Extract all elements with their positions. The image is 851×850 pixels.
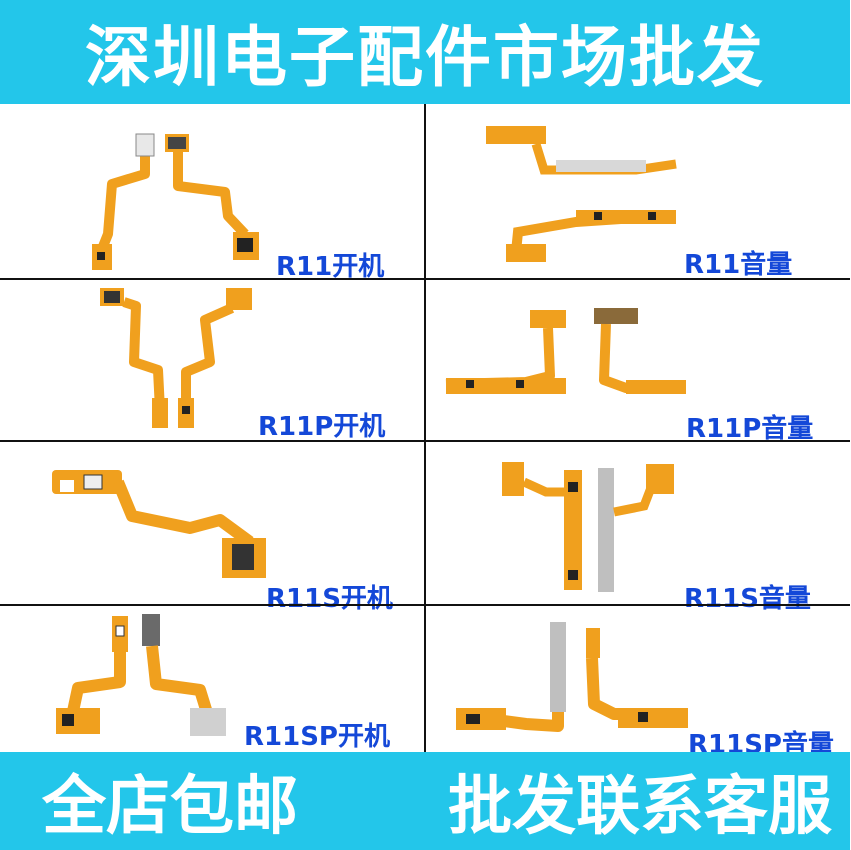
wholesale-contact-text: 批发联系客服	[448, 770, 832, 844]
product-cell-r11p-power[interactable]: R11P开机	[0, 280, 425, 442]
product-label: R11P开机	[258, 412, 386, 442]
flex-cable-image	[52, 470, 266, 578]
product-label: R11SP开机	[244, 722, 390, 752]
free-shipping-text: 全店包邮	[42, 770, 298, 844]
flex-cable-image	[56, 614, 226, 736]
product-label: R11音量	[684, 250, 793, 280]
header-banner: 深圳电子配件市场批发	[0, 0, 850, 104]
product-label: R11S音量	[684, 584, 811, 614]
footer-banner: 全店包邮 批发联系客服	[0, 752, 850, 850]
flex-cable-image	[456, 622, 688, 732]
flex-cable-image	[100, 288, 252, 428]
product-label: R11S开机	[266, 584, 393, 614]
product-cell-r11-power[interactable]: R11开机	[0, 104, 425, 282]
product-cell-r11s-power[interactable]: R11S开机	[0, 442, 425, 614]
flex-cable-image	[486, 126, 677, 262]
product-cell-r11sp-volume[interactable]: R11SP音量	[426, 604, 851, 766]
flex-cable-image	[92, 133, 259, 270]
product-label: R11开机	[276, 252, 385, 282]
product-cell-r11s-volume[interactable]: R11S音量	[426, 442, 851, 614]
product-label: R11P音量	[686, 414, 814, 444]
flex-cable-image	[502, 462, 674, 592]
product-cell-r11-volume[interactable]: R11音量	[426, 104, 851, 280]
product-cell-r11p-volume[interactable]: R11P音量	[426, 280, 851, 444]
flex-cable-image	[445, 308, 686, 394]
product-cell-r11sp-power[interactable]: R11SP开机	[0, 604, 425, 766]
header-title: 深圳电子配件市场批发	[85, 19, 765, 96]
grid-divider-vertical	[424, 104, 426, 752]
